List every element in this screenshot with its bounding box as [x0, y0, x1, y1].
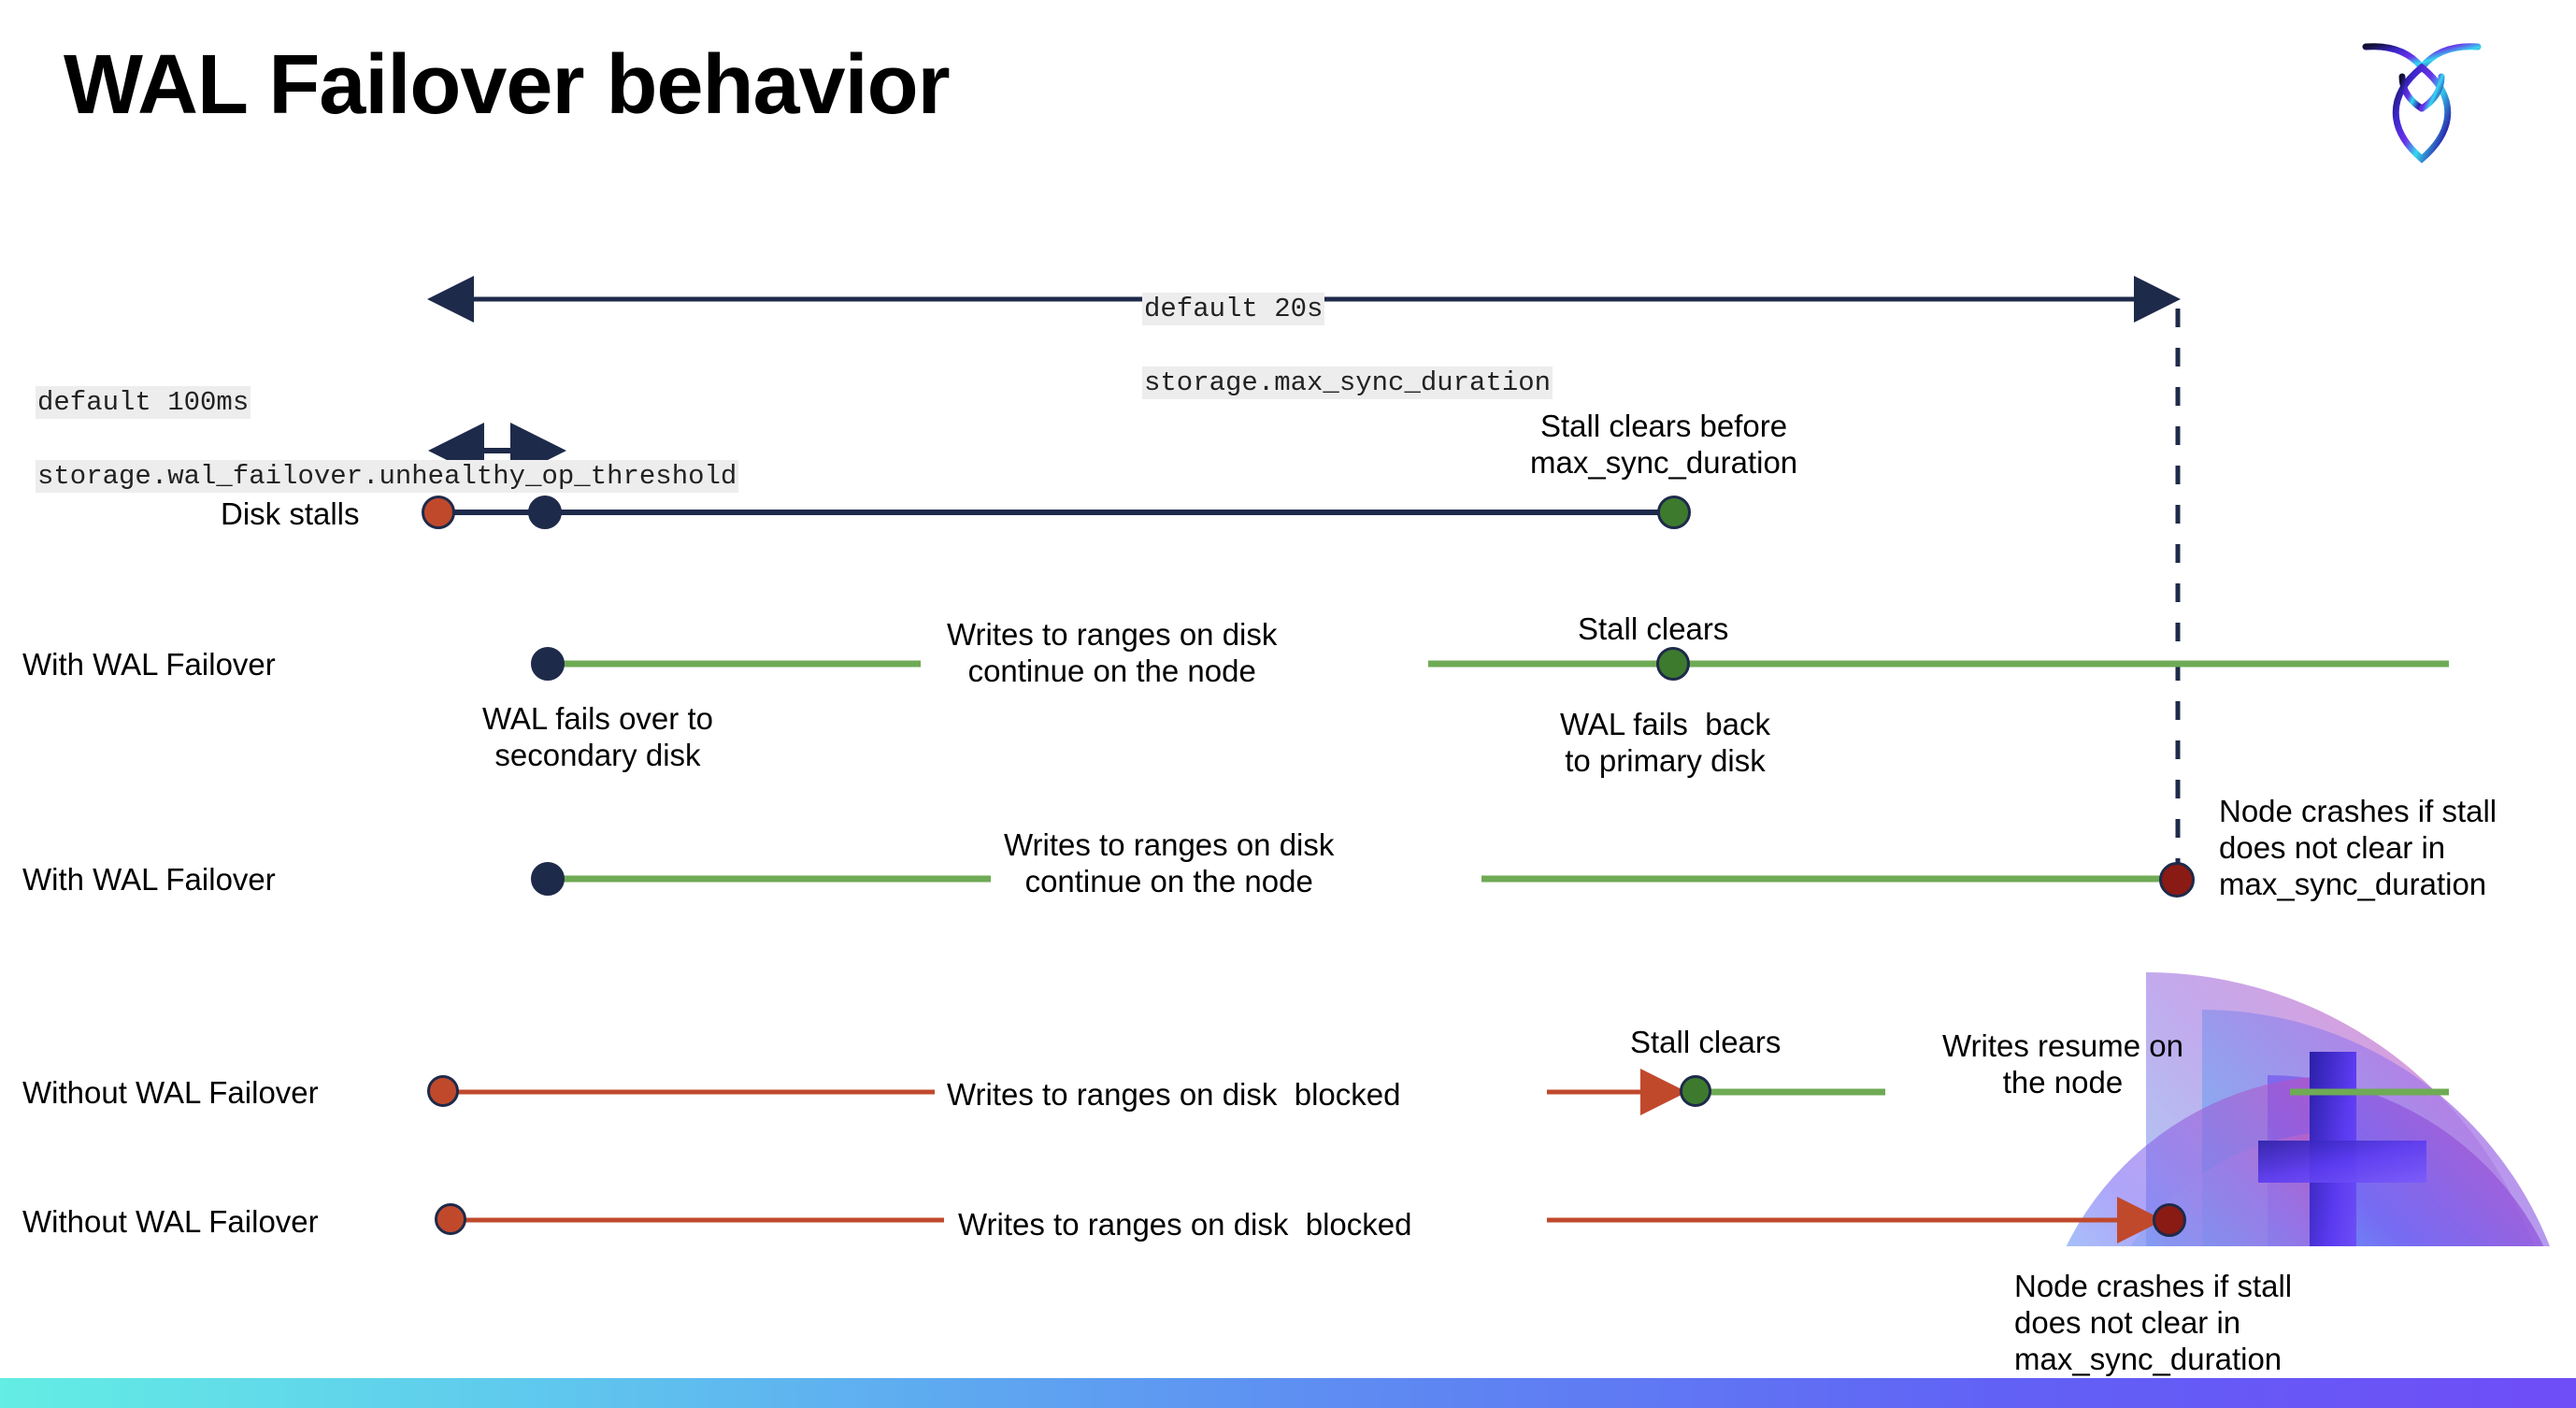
note-stall-clears-1: Stall clears: [1578, 611, 1729, 646]
row-label-with-wal-failover-1: With WAL Failover: [22, 647, 276, 682]
marker-wal-fails-over: [531, 647, 565, 681]
cockroachdb-logo-icon: [2361, 28, 2483, 164]
marker-stall-start-no-failover-1: [427, 1075, 459, 1107]
marker-wal-fails-back: [1656, 647, 1690, 681]
note-wal-fails-back: WAL fails back to primary disk: [1560, 707, 1770, 778]
annotation-unhealthy-default: default 100ms: [36, 385, 251, 419]
note-writes-resume: Writes resume on the node: [1942, 1028, 2183, 1099]
note-writes-blocked-1: Writes to ranges on disk blocked: [947, 1077, 1401, 1112]
note-writes-continue-1: Writes to ranges on disk continue on the…: [947, 617, 1278, 688]
marker-stall-start-no-failover-2: [435, 1203, 466, 1235]
page-title: WAL Failover behavior: [64, 38, 951, 132]
marker-wal-fails-over-2: [531, 862, 565, 896]
marker-node-crash-2: [2153, 1203, 2186, 1237]
annotation-unhealthy-setting: storage.wal_failover.unhealthy_op_thresh…: [36, 459, 739, 493]
note-stall-clears-before: Stall clears before max_sync_duration: [1530, 409, 1798, 480]
annotation-max-sync-duration: default 20s storage.max_sync_duration: [1142, 254, 1553, 438]
bottom-gradient-bar: [0, 1378, 2576, 1408]
note-stall-clears-2: Stall clears: [1630, 1025, 1782, 1059]
note-wal-fails-over: WAL fails over to secondary disk: [482, 701, 713, 772]
row-label-with-wal-failover-2: With WAL Failover: [22, 862, 276, 897]
marker-node-crash-1: [2159, 862, 2195, 898]
note-writes-blocked-2: Writes to ranges on disk blocked: [958, 1207, 1412, 1242]
annotation-unhealthy-op-threshold: default 100ms storage.wal_failover.unhea…: [36, 348, 739, 531]
note-node-crashes-1: Node crashes if stall does not clear in …: [2219, 794, 2497, 901]
marker-stall-clears-no-failover-1: [1680, 1075, 1711, 1107]
callout-backdrop: [1968, 1246, 2576, 1380]
row-label-without-wal-failover-1: Without WAL Failover: [22, 1075, 319, 1110]
note-node-crashes-2: Node crashes if stall does not clear in …: [2014, 1269, 2293, 1376]
marker-disk-stall-clears: [1657, 496, 1691, 529]
marker-disk-stall-start: [422, 496, 455, 529]
note-writes-continue-2: Writes to ranges on disk continue on the…: [1004, 827, 1335, 898]
annotation-max-sync-default: default 20s: [1142, 292, 1325, 325]
row-label-disk-stalls: Disk stalls: [221, 496, 360, 531]
marker-disk-stall-detected: [528, 496, 562, 529]
row-label-without-wal-failover-2: Without WAL Failover: [22, 1204, 319, 1239]
annotation-max-sync-setting: storage.max_sync_duration: [1142, 366, 1553, 399]
